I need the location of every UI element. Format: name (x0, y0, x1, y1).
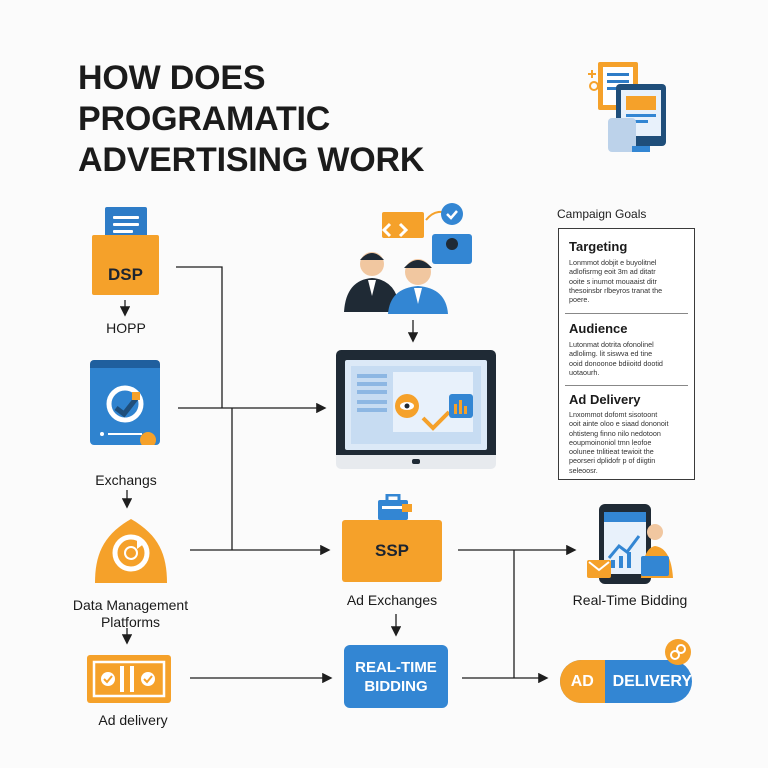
link-icon (664, 638, 692, 666)
campaign-goals-panel: Targeting Lonmmot dobjit e buyolitnel ad… (558, 228, 695, 480)
real-time-bidding-label: Real-Time Bidding (572, 592, 688, 608)
ad-exchanges-label: Ad Exchanges (346, 592, 438, 608)
checks-ticket-icon (86, 654, 172, 704)
ssp-box: SSP (342, 520, 442, 582)
hopp-label: HOPP (106, 320, 146, 336)
ad-delivery-label: Ad delivery (98, 712, 168, 728)
dmp-label: Data Management Platforms (72, 597, 189, 630)
ad-label: AD (560, 660, 605, 703)
delivery-label: DELIVERY (612, 672, 692, 690)
goal-divider (565, 313, 688, 314)
goal-divider (565, 385, 688, 386)
ssp-label: SSP (374, 541, 410, 560)
ad-delivery-badge: AD DELIVERY (560, 660, 692, 703)
real-time-bidding-box: REAL-TIME BIDDING (344, 645, 448, 708)
goal-body-ad-delivery: Lnxommot dofomt sisotoont ooit ainte olo… (569, 410, 669, 475)
tablet-chart-icon (585, 502, 675, 586)
goal-body-audience: Lutonmat dotrita ofonolinel adlolimg. li… (569, 340, 663, 377)
monitor-screen (345, 360, 487, 450)
exchangs-label: Exchangs (95, 472, 157, 488)
page-title: HOW DOES PROGRAMATIC ADVERTISING WORK (78, 59, 425, 179)
meeting-people-icon (340, 200, 480, 318)
briefcase-icon (374, 493, 414, 524)
goal-heading-audience: Audience (569, 321, 628, 336)
refresh-hand-icon (85, 515, 177, 585)
monitor-stand (336, 455, 496, 469)
devices-icon (586, 60, 676, 156)
goal-heading-ad-delivery: Ad Delivery (569, 392, 641, 407)
dsp-card: DSP (92, 235, 159, 295)
exchange-phone-icon (90, 360, 160, 448)
goal-body-targeting: Lonmmot dobjit e buyolitnel adlofisrmg e… (569, 258, 663, 305)
dsp-label: DSP (108, 265, 143, 284)
campaign-goals-title: Campaign Goals (557, 207, 647, 221)
goal-heading-targeting: Targeting (569, 239, 628, 254)
